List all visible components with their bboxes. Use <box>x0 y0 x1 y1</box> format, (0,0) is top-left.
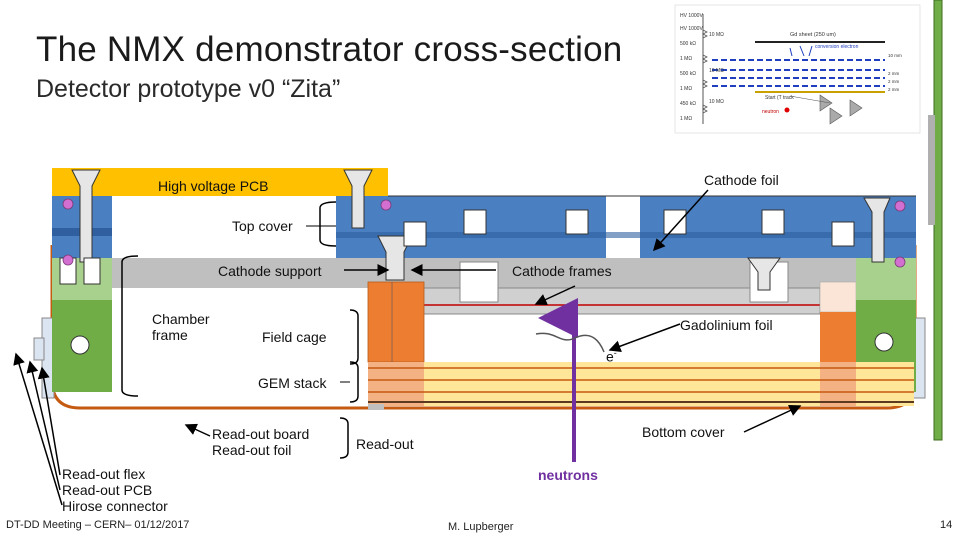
hv-right-space <box>388 168 916 196</box>
right-field-cage <box>820 312 856 362</box>
field-cage-block <box>367 281 425 363</box>
inset-stack: Start (T track <box>765 95 794 101</box>
inset-mm2c: 2 mm <box>888 87 900 92</box>
label-neutrons: neutrons <box>538 467 598 483</box>
bracket-top-cover <box>319 201 337 247</box>
label-readout-board-foil: Read-out board Read-out foil <box>212 426 310 458</box>
screw-5 <box>747 257 781 291</box>
inset-conv: conversion electron <box>815 44 859 50</box>
left-connector <box>33 337 45 361</box>
footer-author: M. Lupberger <box>448 521 514 533</box>
slide-subtitle: Detector prototype v0 “Zita” <box>36 75 341 103</box>
left-frame-hole <box>70 335 90 355</box>
inset-schematic: HV 1000V HV 1000V 500 kΩ 1 MΩ 500 kΩ 1 M… <box>674 4 921 134</box>
label-chamber-frame: Chamber frame <box>152 311 210 343</box>
label-gem-stack: GEM stack <box>258 375 327 391</box>
label-gadolinium-foil: Gadolinium foil <box>680 317 773 333</box>
arrow-cathode-foil <box>652 189 709 252</box>
label-cathode-foil: Cathode foil <box>704 172 779 188</box>
footer-page-number: 14 <box>940 519 953 531</box>
label-cathode-support: Cathode support <box>218 263 322 279</box>
right-green-upper <box>856 258 916 300</box>
electron-charge: - <box>613 348 617 358</box>
inset-mm10: 10 mm <box>888 53 902 58</box>
brackets <box>121 201 359 459</box>
electron-symbol: e <box>606 348 614 365</box>
label-electron: e- <box>606 345 617 365</box>
inset-res6: 1 MΩ <box>680 116 692 122</box>
label-readout-flex-group: Read-out flex Read-out PCB Hirose connec… <box>62 466 168 514</box>
label-readout: Read-out <box>356 436 414 452</box>
inset-res4: 1 MΩ <box>680 86 692 92</box>
label-high-voltage-pcb: High voltage PCB <box>158 178 269 194</box>
hv-pcb-bar <box>52 168 388 196</box>
slide-title: The NMX demonstrator cross-section <box>36 30 623 69</box>
bracket-readout <box>339 417 349 459</box>
arrow-readout-flex <box>37 366 61 476</box>
o-rings <box>62 198 906 268</box>
top-cover-gap <box>112 196 336 226</box>
screw-2 <box>343 169 373 229</box>
label-top-cover: Top cover <box>232 218 293 234</box>
right-grey-bar <box>928 115 935 225</box>
inset-hv2: HV 1000V <box>680 26 703 32</box>
screw-slots <box>59 209 855 285</box>
inset-res5: 450 kΩ <box>680 101 696 107</box>
right-green-bar <box>933 0 943 441</box>
arrow-hirose <box>13 352 63 506</box>
inset-res3: 500 kΩ <box>680 71 696 77</box>
inset-mm2a: 2 mm <box>888 71 900 76</box>
inset-sheet: Gd sheet (250 um) <box>790 32 836 38</box>
inset-res2: 1 MΩ <box>680 56 692 62</box>
inset-res1: 500 kΩ <box>680 41 696 47</box>
right-frame-hole <box>874 332 894 352</box>
label-bottom-cover: Bottom cover <box>642 424 725 440</box>
inset-mm2b: 2 mm <box>888 79 900 84</box>
inset-r10c: 10 MΩ <box>709 99 724 105</box>
arrow-gadolinium <box>608 323 681 352</box>
arrow-readout-board <box>184 423 211 437</box>
label-field-cage: Field cage <box>262 329 327 345</box>
inset-neutron: neutron <box>762 109 779 115</box>
arrow-readout-pcb <box>26 360 61 491</box>
arrow-bottom-cover <box>743 404 802 433</box>
inset-hv1: HV 1000V <box>680 13 703 19</box>
inset-r10: 10 MΩ <box>709 32 724 38</box>
bracket-chamber-frame <box>121 255 139 397</box>
inset-r10b: 10 MΩ <box>709 68 724 74</box>
screw-4 <box>863 197 891 263</box>
arrow-cathode-frames-2 <box>534 285 576 306</box>
bracket-gem-stack <box>349 361 359 403</box>
label-cathode-frames: Cathode frames <box>512 263 612 279</box>
electron-path <box>535 332 605 353</box>
footer-meeting: DT-DD Meeting – CERN– 01/12/2017 <box>6 519 190 531</box>
